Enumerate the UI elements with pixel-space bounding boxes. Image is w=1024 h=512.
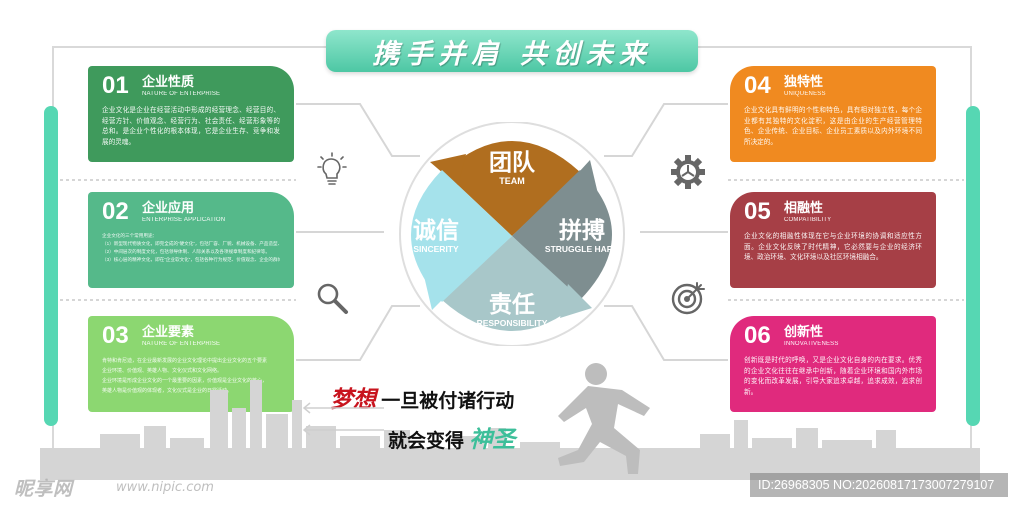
frame-top-left (52, 46, 328, 48)
card-description: 企业文化是企业在经营活动中形成的经营理念、经营目的、经营方针、价值观念、经营行为… (102, 107, 280, 146)
card-subtitle: ENTERPRISE APPLICATION (142, 217, 226, 223)
label-sincerity-en: SINCERITY (413, 244, 459, 254)
card-subtitle: NATURE OF ENTERPRISE (142, 91, 221, 97)
label-sincerity-cn: 诚信 (413, 217, 459, 243)
wheel-segment-sincerity (411, 170, 512, 302)
slogan-line1-text: 一旦被付诸行动 (381, 391, 515, 412)
image-id-bar: ID:26968305 NO:20260817173007279107 (750, 473, 1008, 497)
card-line: 企业环境、价值观、英雄人物、文化仪式和文化网络。 (102, 368, 223, 374)
card-enterprise-application: 02 企业应用 ENTERPRISE APPLICATION 企业文化的三个常用… (88, 192, 294, 288)
slogan-sacred: 神圣 (469, 426, 516, 453)
left-accent-bar (44, 106, 58, 426)
card-number: 05 (744, 198, 771, 225)
card-title: 企业性质 (142, 74, 195, 89)
card-nature-of-enterprise: 01 企业性质 NATURE OF ENTERPRISE 企业文化是企业在经营活… (88, 66, 294, 162)
frame-top-right (696, 46, 972, 48)
gear-icon (671, 155, 705, 189)
card-description: 企业文化具有鲜明的个性和特色，具有相对独立性，每个企业都有其独特的文化淀积，这是… (744, 107, 922, 146)
card-line: （1）新型现代物质文化，即完全成的“硬文化”，包括厂容、厂貌、机械设备、产品造型… (102, 241, 280, 246)
card-number: 02 (102, 198, 129, 225)
label-team: 团队 TEAM (470, 148, 554, 186)
wheel-segment-responsibility (442, 236, 582, 331)
label-sincerity: 诚信 SINCERITY (396, 216, 476, 254)
card-line: （3）核心层的精神文化，即在“企业软文化”，包括各种行为规范、价值观念、企业的群… (102, 257, 280, 262)
card-number: 06 (744, 322, 771, 349)
label-struggle: 拼搏 STRUGGLE HARD (536, 216, 628, 254)
card-subtitle: NATURE OF ENTERPRISE (142, 341, 221, 347)
watermark-url: www.nipic.com (116, 480, 214, 495)
lightbulb-icon (317, 152, 347, 185)
label-team-en: TEAM (499, 176, 525, 186)
card-number: 03 (102, 322, 129, 349)
card-description: 创新既是时代的呼唤，又是企业文化自身的内在要求。优秀的企业文化往往在继承中创新，… (744, 357, 922, 396)
image-id-text: ID:26968305 NO:20260817173007279107 (758, 478, 995, 492)
watermark-brand: 昵享网 (14, 478, 73, 500)
page-title: 携手并肩 共创未来 (372, 38, 652, 70)
right-accent-bar (966, 106, 980, 426)
target-icon (671, 282, 705, 315)
card-title: 相融性 (784, 200, 824, 215)
card-line: 企业环境是形成企业文化的一个最重要的因素，价值观是企业文化的核心， (102, 378, 268, 384)
label-responsibility: 责任 RESPONSIBILITY (462, 290, 562, 328)
card-title: 企业要素 (142, 324, 195, 339)
label-responsibility-en: RESPONSIBILITY (476, 318, 548, 328)
card-title: 独特性 (784, 74, 824, 89)
card-line: 肯特和肯尼迪，在企业最新发展的企业文化理论中提出企业文化的五个要素 (102, 358, 268, 364)
card-innovativeness: 06 创新性 INNOVATIVENESS 创新既是时代的呼唤，又是企业文化自身… (730, 316, 936, 412)
card-line: 企业文化的三个常用用途： (102, 233, 158, 238)
card-title: 企业应用 (142, 200, 195, 215)
values-wheel (399, 122, 625, 346)
label-responsibility-cn: 责任 (489, 291, 535, 317)
search-icon (317, 283, 348, 314)
label-struggle-en: STRUGGLE HARD (544, 244, 620, 254)
card-subtitle: UNIQUENESS (784, 91, 826, 97)
title-banner: 携手并肩 共创未来 (326, 30, 698, 72)
slogan-arrows (302, 402, 384, 436)
card-subtitle: COMPATIBILITY (784, 217, 832, 223)
card-number: 04 (744, 72, 771, 99)
slogan-line-2: 就会变得 神圣 (388, 420, 515, 454)
label-team-cn: 团队 (489, 149, 535, 175)
card-title: 创新性 (784, 324, 824, 339)
wheel-segment-struggle (512, 170, 612, 300)
card-description: 企业文化的相融性体现在它与企业环境的协调和适应性方面。企业文化反映了时代精神，它… (744, 233, 922, 261)
city-skyline (40, 363, 980, 480)
card-compatibility: 05 相融性 COMPATIBILITY 企业文化的相融性体现在它与企业环境的协… (730, 192, 936, 288)
card-number: 01 (102, 72, 129, 99)
card-line: 英雄人物是价值观的体现者，文化仪式是企业的日常活动。 (102, 388, 233, 394)
card-uniqueness: 04 独特性 UNIQUENESS 企业文化具有鲜明的个性和特色，具有相对独立性… (730, 66, 936, 162)
card-subtitle: INNOVATIVENESS (784, 341, 839, 347)
slogan-line2-text: 就会变得 (388, 431, 465, 452)
label-struggle-cn: 拼搏 (559, 217, 605, 243)
wheel-segment-team (444, 141, 580, 236)
card-line: （2）中间层次的制度文化，包括领导体制、人际关系以及各项规章制度和纪律等。 (102, 249, 270, 254)
